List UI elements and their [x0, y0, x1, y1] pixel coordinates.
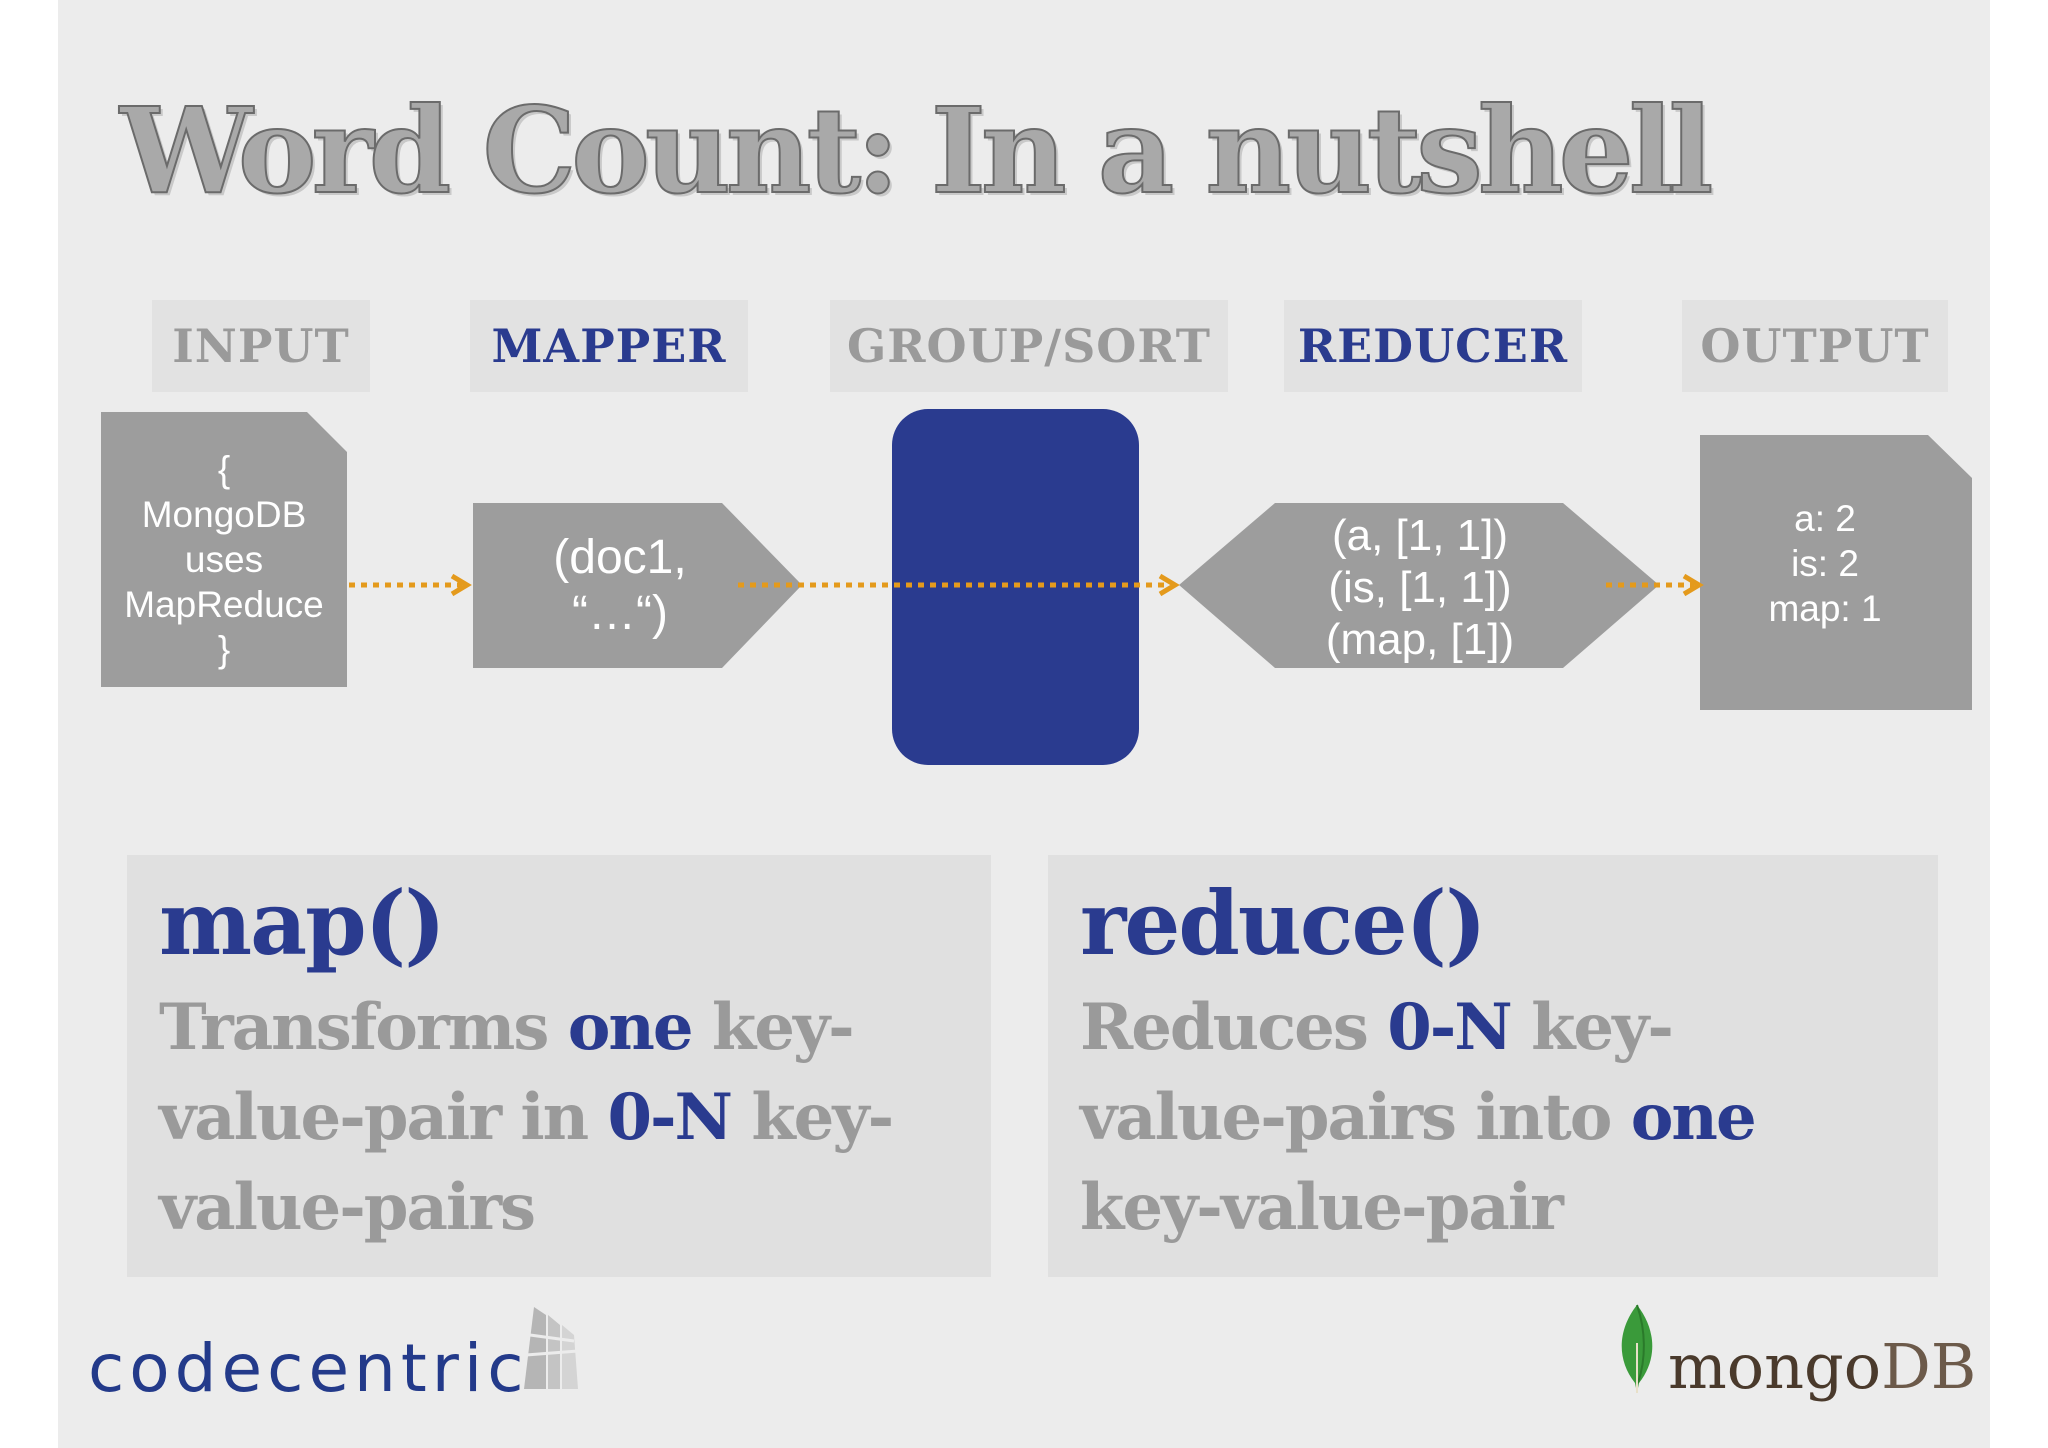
- map-desc-highlight: 0-N: [607, 1080, 733, 1155]
- map-function-name: map(): [159, 871, 446, 975]
- reduce-desc-highlight: 0-N: [1387, 990, 1513, 1065]
- reduce-function-panel: reduce() Reduces 0-N key- value-pairs in…: [1048, 855, 1938, 1277]
- mapper-output-text: (doc1, “…“): [500, 530, 740, 642]
- reducer-input-line: (a, [1, 1]): [1331, 511, 1509, 560]
- output-doc-line: is: 2: [1791, 543, 1859, 584]
- map-desc-text: key-: [691, 990, 855, 1065]
- map-desc-text: Transforms: [159, 990, 568, 1065]
- reduce-function-description: Reduces 0-N key- value-pairs into one ke…: [1080, 983, 1757, 1253]
- input-doc-line: }: [217, 629, 231, 670]
- stage-output: OUTPUT: [1682, 300, 1948, 392]
- stage-mapper-label: MAPPER: [491, 319, 727, 373]
- flow-arrow-mapper-to-reducer: [738, 573, 1180, 597]
- stage-group-sort: GROUP/SORT: [830, 300, 1228, 392]
- output-document-text: a: 2 is: 2 map: 1: [1700, 496, 1950, 631]
- flow-arrow-reducer-to-output: [1606, 573, 1704, 597]
- input-doc-line: MapReduce: [124, 584, 324, 625]
- input-doc-line: uses: [184, 539, 264, 580]
- slide-title: Word Count: In a nutshell: [119, 81, 1714, 220]
- reduce-desc-text: key-: [1510, 990, 1674, 1065]
- reducer-input-text: (a, [1, 1]) (is, [1, 1]) (map, [1]): [1270, 510, 1570, 666]
- input-doc-line: MongoDB: [141, 494, 307, 535]
- map-function-panel: map() Transforms one key- value-pair in …: [127, 855, 991, 1277]
- map-function-description: Transforms one key- value-pair in 0-N ke…: [159, 983, 894, 1253]
- map-desc-line-2: value-pair in 0-N key-: [159, 1073, 894, 1163]
- map-desc-highlight: one: [567, 990, 694, 1065]
- input-document-text: { MongoDB uses MapReduce }: [101, 447, 347, 672]
- map-desc-text: key-: [731, 1080, 894, 1155]
- map-desc-text: value-pairs: [159, 1170, 536, 1245]
- stage-input-label: INPUT: [172, 319, 350, 373]
- reducer-hexagon-shape: [1179, 503, 1659, 668]
- mapreduce-flow-diagram: [101, 409, 1972, 765]
- stage-input: INPUT: [152, 300, 370, 392]
- mongodb-leaf-icon: [1621, 1304, 1653, 1393]
- reduce-desc-highlight: one: [1630, 1080, 1757, 1155]
- output-document-shape: [1700, 435, 1972, 710]
- reduce-desc-line-3: key-value-pair: [1080, 1163, 1755, 1253]
- reduce-desc-text: Reduces: [1080, 990, 1388, 1065]
- reducer-input-line: (is, [1, 1]): [1328, 563, 1512, 612]
- reduce-function-name: reduce(): [1080, 871, 1487, 975]
- reduce-desc-line-2: value-pairs into one: [1080, 1073, 1757, 1163]
- input-doc-line: {: [217, 449, 231, 490]
- mongodb-logo-mongo: mongo: [1668, 1330, 1882, 1403]
- map-desc-text: value-pair in: [159, 1080, 608, 1155]
- map-desc-line-1: Transforms one key-: [159, 983, 892, 1073]
- reduce-desc-text: key-value-pair: [1080, 1170, 1564, 1245]
- codecentric-mark-icon: [524, 1307, 579, 1389]
- mongodb-logo-text: mongoDB: [1668, 1330, 1976, 1403]
- output-doc-line: map: 1: [1768, 588, 1882, 629]
- map-desc-line-3: value-pairs: [159, 1163, 892, 1253]
- output-doc-line: a: 2: [1794, 498, 1856, 539]
- stage-mapper: MAPPER: [470, 300, 748, 392]
- reducer-input-line: (map, [1]): [1325, 615, 1515, 664]
- reduce-desc-text: value-pairs into: [1080, 1080, 1631, 1155]
- input-document-shape: [101, 412, 347, 687]
- stage-output-label: OUTPUT: [1700, 319, 1930, 373]
- codecentric-logo-text: codecentric: [88, 1330, 529, 1407]
- stage-group-sort-label: GROUP/SORT: [846, 319, 1212, 373]
- mapper-pentagon-shape: [473, 503, 802, 668]
- flow-arrow-input-to-mapper: [349, 573, 472, 597]
- reduce-desc-line-1: Reduces 0-N key-: [1080, 983, 1755, 1073]
- stage-reducer: REDUCER: [1284, 300, 1582, 392]
- mapper-output-line: (doc1,: [553, 531, 687, 584]
- mongodb-logo-db: DB: [1881, 1330, 1977, 1403]
- mapper-output-line: “…“): [572, 587, 668, 640]
- stage-reducer-label: REDUCER: [1297, 319, 1569, 373]
